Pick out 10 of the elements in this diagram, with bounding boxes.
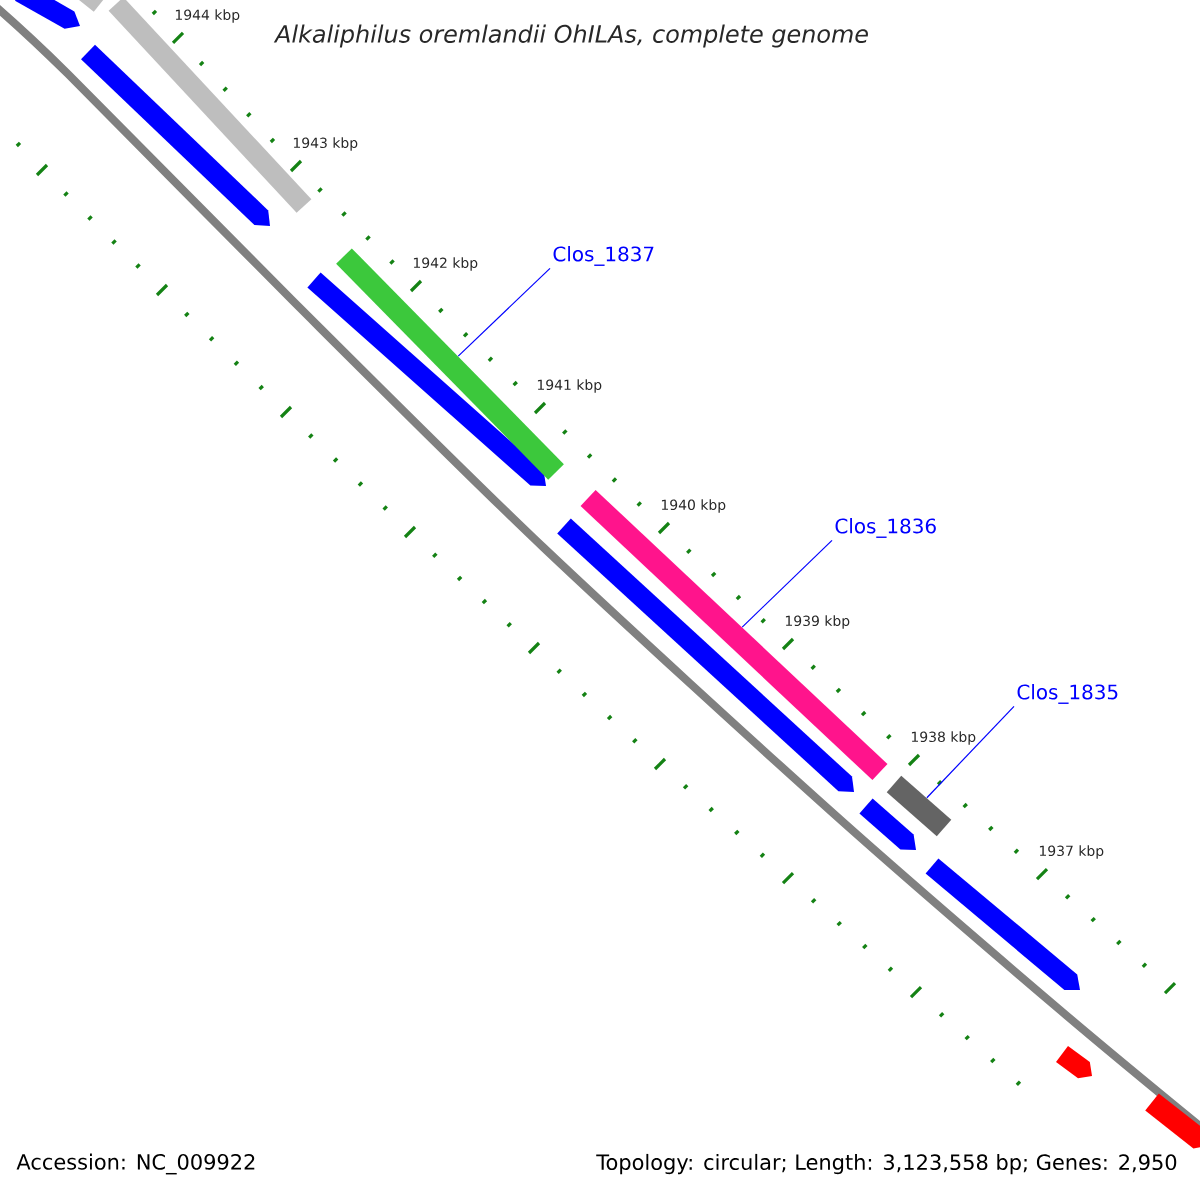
leader-line xyxy=(926,705,1015,799)
accession-text: Accession: NC_009922 xyxy=(16,1153,255,1175)
gene-label: Clos_1835 xyxy=(1017,684,1118,704)
genome-info-text: Topology: circular; Length: 3,123,558 bp; Genes: 2,950 xyxy=(596,1153,1177,1175)
leader-line xyxy=(457,267,551,357)
gene-label: Clos_1836 xyxy=(835,518,936,538)
leader-line xyxy=(741,539,833,628)
gene-label: Clos_1837 xyxy=(553,246,654,266)
gene-bar xyxy=(886,775,952,837)
title: Alkaliphilus oremlandii OhILAs, complete genome xyxy=(273,24,868,48)
